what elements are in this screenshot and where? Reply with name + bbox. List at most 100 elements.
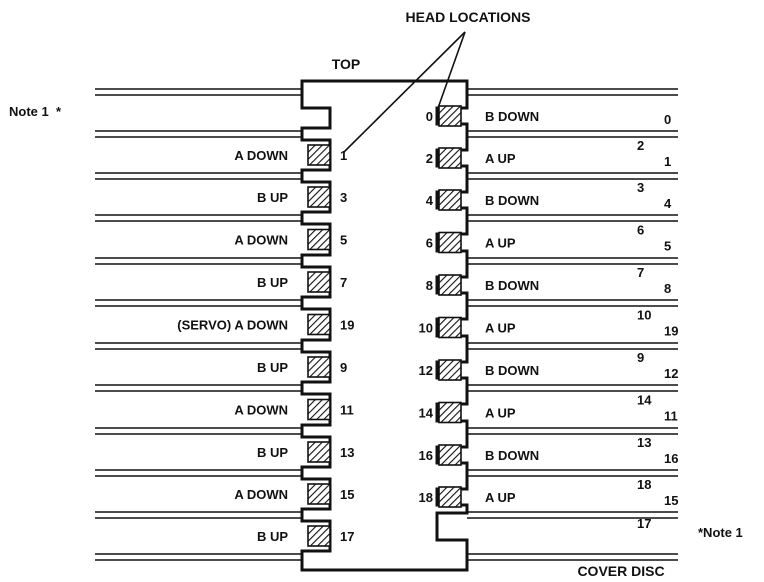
right-head-number: 16 <box>419 448 433 463</box>
disc-platter <box>95 427 678 435</box>
right-head: 16 B DOWN 13 16 <box>419 435 679 466</box>
disc-platter <box>95 511 678 519</box>
right-head-label: B DOWN <box>485 193 539 208</box>
right-head-label: B DOWN <box>485 448 539 463</box>
left-head-number: 9 <box>340 360 347 375</box>
head-block <box>438 316 462 339</box>
head-block <box>438 486 462 508</box>
disc-platter <box>95 257 678 265</box>
title-leader-lines <box>343 31 466 153</box>
right-disc-number-lower: 12 <box>664 366 678 381</box>
head-block <box>307 228 331 251</box>
left-head-number: 11 <box>340 403 354 418</box>
left-head-label: B UP <box>257 360 288 375</box>
right-head-number: 14 <box>419 406 434 421</box>
note-right: *Note 1 <box>698 525 743 540</box>
disc-platter <box>95 172 678 180</box>
bottom-label: COVER DISC <box>577 563 664 579</box>
right-disc-number-lower: 5 <box>664 239 671 254</box>
right-disc-number-lower: 4 <box>664 196 672 211</box>
head-block <box>307 441 331 463</box>
right-disc-number-lower: 8 <box>664 281 671 296</box>
left-head-label: B UP <box>257 190 288 205</box>
right-head-number: 0 <box>426 109 433 124</box>
head-block <box>307 186 331 208</box>
left-head-number: 15 <box>340 487 354 502</box>
right-disc-number-upper: 7 <box>637 265 644 280</box>
left-head-number: 17 <box>340 529 354 544</box>
right-disc-number-lower: 16 <box>664 451 678 466</box>
right-head-number: 10 <box>419 321 433 336</box>
right-disc-number-lower: 11 <box>664 409 678 424</box>
head-block <box>438 401 462 424</box>
head-block <box>307 356 331 378</box>
right-head-label: B DOWN <box>485 363 539 378</box>
right-disc-number-upper: 14 <box>637 393 652 408</box>
left-head-number: 13 <box>340 445 354 460</box>
right-disc-number-upper: 13 <box>637 435 651 450</box>
right-bottom-disc-number: 17 <box>637 516 651 531</box>
left-head-label: B UP <box>257 445 288 460</box>
top-label: TOP <box>332 56 361 72</box>
head-block <box>307 525 331 547</box>
right-head: 14 A UP 14 11 <box>419 393 678 424</box>
disc-platters <box>95 88 678 561</box>
disc-platter <box>95 88 678 96</box>
left-head: B UP 9 <box>257 356 347 378</box>
disc-platter <box>95 384 678 392</box>
diagram-title: HEAD LOCATIONS <box>406 9 531 25</box>
right-disc-number-upper: 6 <box>637 223 644 238</box>
right-head-label: A UP <box>485 490 516 505</box>
disc-platter <box>95 342 678 350</box>
disc-platter <box>95 299 678 307</box>
left-head: A DOWN 5 <box>234 228 347 251</box>
left-head-label: A DOWN <box>234 233 288 248</box>
head-block <box>438 105 462 127</box>
right-disc-number-lower: 19 <box>664 324 678 339</box>
left-head-label: A DOWN <box>234 148 288 163</box>
head-block <box>307 313 331 336</box>
right-head-label: B DOWN <box>485 278 539 293</box>
head-block <box>438 147 462 169</box>
head-block <box>438 444 462 466</box>
left-head: B UP 13 <box>257 441 354 463</box>
right-head-number: 18 <box>419 490 433 505</box>
left-head-number: 19 <box>340 318 354 333</box>
head-block <box>307 144 331 166</box>
right-disc-number-upper: 9 <box>637 350 644 365</box>
right-head-label: A UP <box>485 406 516 421</box>
right-head-number: 6 <box>426 236 433 251</box>
right-head-label: A UP <box>485 236 516 251</box>
head-block <box>438 231 462 254</box>
left-head: B UP 17 <box>257 525 354 547</box>
right-disc-number-upper: 3 <box>637 180 644 195</box>
left-head: B UP 3 <box>257 186 347 208</box>
left-head-number: 5 <box>340 233 347 248</box>
head-block <box>438 274 462 296</box>
head-block <box>307 398 331 421</box>
left-head-label: B UP <box>257 529 288 544</box>
right-head: 0 B DOWN 0 <box>426 105 671 127</box>
disc-platter <box>95 130 678 138</box>
note-left: Note 1 * <box>9 104 62 119</box>
left-head-number: 3 <box>340 190 347 205</box>
head-block <box>438 359 462 381</box>
right-head-label: B DOWN <box>485 109 539 124</box>
right-disc-number-lower: 0 <box>664 112 671 127</box>
disc-platter <box>95 469 678 477</box>
head-block <box>307 271 331 293</box>
right-disc-number-lower: 15 <box>664 493 678 508</box>
